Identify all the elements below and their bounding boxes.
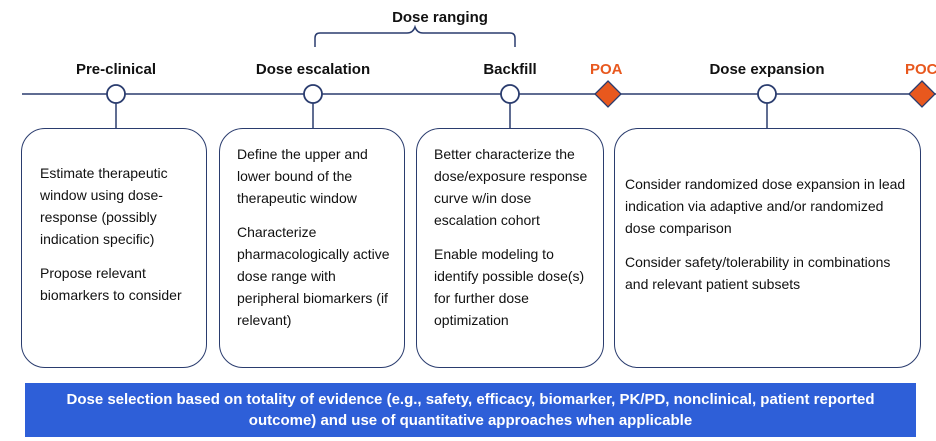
dose-selection-banner: Dose selection based on totality of evid… [25, 383, 916, 437]
stage-label-dose-expansion: Dose expansion [709, 61, 825, 78]
backfill-box: Better characterize the dose/exposure re… [416, 128, 604, 368]
dose-escalation-point-1: Define the upper and lower bound of the … [237, 146, 368, 206]
backfill-point-1: Better characterize the dose/exposure re… [434, 146, 588, 228]
stage-marker-dose-expansion [757, 84, 777, 104]
dose-expansion-point-1: Consider randomized dose expansion in le… [625, 176, 906, 236]
poa-label: POA [590, 61, 623, 78]
stage-label-dose-escalation: Dose escalation [255, 61, 371, 78]
stage-label-backfill: Backfill [483, 61, 537, 78]
poc-diamond-marker [908, 80, 936, 108]
backfill-point-2: Enable modeling to identify possible dos… [434, 246, 585, 328]
stage-marker-preclinical [106, 84, 126, 104]
preclinical-box: Estimate therapeutic window using dose-r… [21, 128, 207, 368]
poc-label: POC [905, 61, 936, 78]
poa-diamond-marker [594, 80, 622, 108]
stage-marker-backfill [500, 84, 520, 104]
preclinical-point-2: Propose relevant biomarkers to consider [40, 265, 182, 303]
dose-escalation-point-2: Characterize pharmacologically active do… [237, 224, 390, 328]
dose-expansion-box: Consider randomized dose expansion in le… [614, 128, 921, 368]
dose-expansion-point-2: Consider safety/tolerability in combinat… [625, 254, 891, 292]
dose-escalation-box: Define the upper and lower bound of the … [219, 128, 405, 368]
stage-label-preclinical: Pre-clinical [75, 61, 157, 78]
dose-ranging-label: Dose ranging [392, 9, 488, 26]
preclinical-point-1: Estimate therapeutic window using dose-r… [40, 165, 168, 247]
stage-marker-dose-escalation [303, 84, 323, 104]
dose-ranging-brace [314, 24, 516, 47]
